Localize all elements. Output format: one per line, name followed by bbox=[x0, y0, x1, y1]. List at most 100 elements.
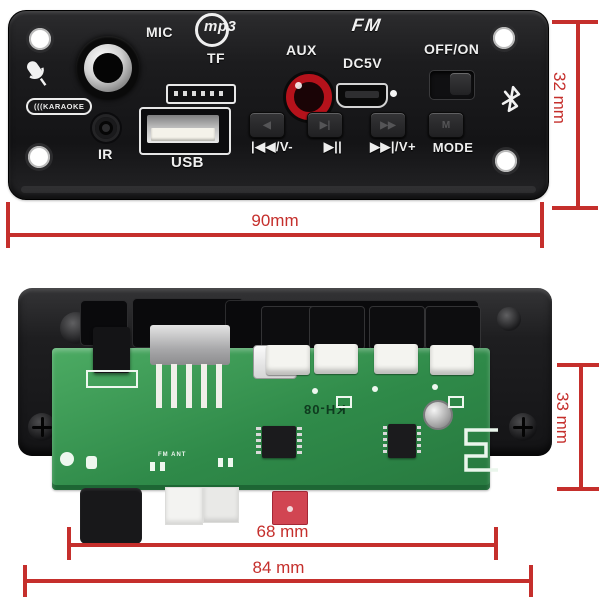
status-led bbox=[390, 90, 397, 97]
prev-volume-down-label: |◀◀/V- bbox=[251, 139, 293, 154]
aux-label: AUX bbox=[286, 42, 317, 58]
white-connector bbox=[165, 487, 203, 525]
ic-chip bbox=[388, 424, 416, 458]
screw bbox=[509, 413, 537, 441]
silkscreen-box bbox=[448, 396, 464, 408]
ic-chip bbox=[262, 426, 296, 458]
width-dimension-line bbox=[8, 233, 542, 237]
ic-pins bbox=[383, 426, 387, 456]
tf-card-slot bbox=[166, 84, 236, 104]
height-dimension-label: 32 mm bbox=[550, 72, 569, 124]
silkscreen-mark bbox=[372, 386, 378, 392]
ic-pins bbox=[256, 427, 261, 457]
ir-label: IR bbox=[98, 146, 113, 162]
prev-volume-down-button: ◀ bbox=[249, 112, 285, 138]
power-switch bbox=[429, 70, 475, 100]
mode-etched-icon: M bbox=[441, 119, 451, 131]
mounting-hole bbox=[497, 307, 521, 331]
solder-pad bbox=[60, 452, 74, 466]
play-pause-button: ▶| bbox=[307, 112, 343, 138]
height-dimension-tick bbox=[552, 20, 598, 24]
pcb-width-dimension-tick bbox=[67, 527, 71, 560]
mode-button: M bbox=[428, 112, 464, 138]
solder-pad bbox=[160, 462, 165, 471]
prev-etched-icon: ◀ bbox=[263, 119, 271, 131]
solder-pad bbox=[150, 462, 155, 471]
aux-jack-glint bbox=[295, 82, 302, 89]
tactile-switch bbox=[266, 345, 310, 375]
usb-label: USB bbox=[171, 154, 204, 171]
ir-receiver bbox=[95, 117, 117, 139]
red-connector-hole bbox=[287, 506, 293, 512]
rear-height-dimension-line bbox=[579, 365, 583, 490]
tactile-switch bbox=[314, 344, 358, 374]
screw bbox=[28, 413, 56, 441]
height-dimension-tick bbox=[552, 206, 598, 210]
solder-pad bbox=[86, 456, 97, 469]
red-connector bbox=[272, 491, 308, 525]
mic-label: MIC bbox=[146, 24, 173, 40]
mic-jack-hole bbox=[93, 53, 123, 83]
ic-pins bbox=[297, 427, 302, 457]
tf-label: TF bbox=[207, 50, 225, 66]
next-etched-icon: ▶▶ bbox=[380, 119, 396, 131]
karaoke-mic-icon bbox=[27, 61, 47, 86]
fm-logo: FM bbox=[350, 15, 384, 35]
rear-height-dimension-tick bbox=[557, 363, 599, 367]
pcb-width-dimension-tick bbox=[494, 527, 498, 560]
rear-height-dimension-tick bbox=[557, 487, 599, 491]
power-switch-knob bbox=[450, 73, 471, 95]
rear-height-dimension-label: 33 mm bbox=[553, 392, 572, 444]
rear-width-dimension-label: 84 mm bbox=[252, 558, 305, 577]
white-connector bbox=[203, 487, 239, 523]
rear-width-dimension-line bbox=[25, 579, 532, 583]
panel-shine bbox=[21, 186, 536, 193]
silkscreen-mark bbox=[432, 384, 438, 390]
pcb-width-dimension-line bbox=[69, 543, 496, 547]
height-dimension-line bbox=[576, 22, 580, 208]
ic-pins bbox=[417, 426, 421, 456]
ir-receiver-rear bbox=[93, 327, 130, 373]
mounting-hole bbox=[29, 28, 51, 50]
play-etched-icon: ▶| bbox=[319, 119, 331, 131]
micro-usb-slot bbox=[345, 91, 379, 98]
rear-width-dimension-tick bbox=[23, 565, 27, 597]
usb-solder-pins bbox=[156, 364, 224, 408]
switch-frame bbox=[425, 306, 481, 350]
bluetooth-icon bbox=[501, 85, 521, 113]
mp3-logo: mp3 bbox=[204, 18, 237, 35]
tactile-switch bbox=[374, 344, 418, 374]
ir-receiver-lens bbox=[102, 124, 110, 132]
next-volume-up-label: ▶▶|/V+ bbox=[370, 139, 416, 154]
rear-width-dimension-tick bbox=[529, 565, 533, 597]
next-volume-up-button: ▶▶ bbox=[370, 112, 406, 138]
black-connector bbox=[80, 488, 142, 544]
usb-port bbox=[139, 107, 231, 155]
silkscreen-box bbox=[336, 396, 352, 408]
silkscreen-mark bbox=[312, 388, 318, 394]
tactile-switch bbox=[430, 345, 474, 375]
width-dimension-label: 90mm bbox=[251, 211, 299, 230]
play-pause-label: ▶|| bbox=[323, 139, 343, 154]
mounting-hole bbox=[495, 150, 517, 172]
karaoke-badge: (((KARAOKE bbox=[26, 98, 93, 115]
silkscreen-box bbox=[86, 370, 138, 388]
solder-pad bbox=[218, 458, 223, 467]
mounting-hole bbox=[493, 27, 515, 49]
switch-frame bbox=[309, 306, 365, 350]
usb-port-rear bbox=[150, 325, 230, 365]
silkscreen-antenna-label: FM ANT bbox=[158, 452, 187, 458]
pcb-width-dimension-label: 68 mm bbox=[256, 522, 309, 541]
mp3-logo-circle bbox=[195, 13, 229, 47]
power-label: OFF/ON bbox=[424, 41, 480, 57]
mode-label: MODE bbox=[432, 140, 474, 155]
micro-usb-port bbox=[336, 83, 388, 108]
solder-pad bbox=[228, 458, 233, 467]
width-dimension-tick bbox=[540, 202, 544, 248]
tf-slot-contacts bbox=[174, 91, 228, 96]
dc5v-label: DC5V bbox=[343, 55, 382, 71]
antenna-trace bbox=[464, 428, 498, 472]
usb-port-tongue bbox=[151, 128, 215, 141]
width-dimension-tick bbox=[6, 202, 10, 248]
